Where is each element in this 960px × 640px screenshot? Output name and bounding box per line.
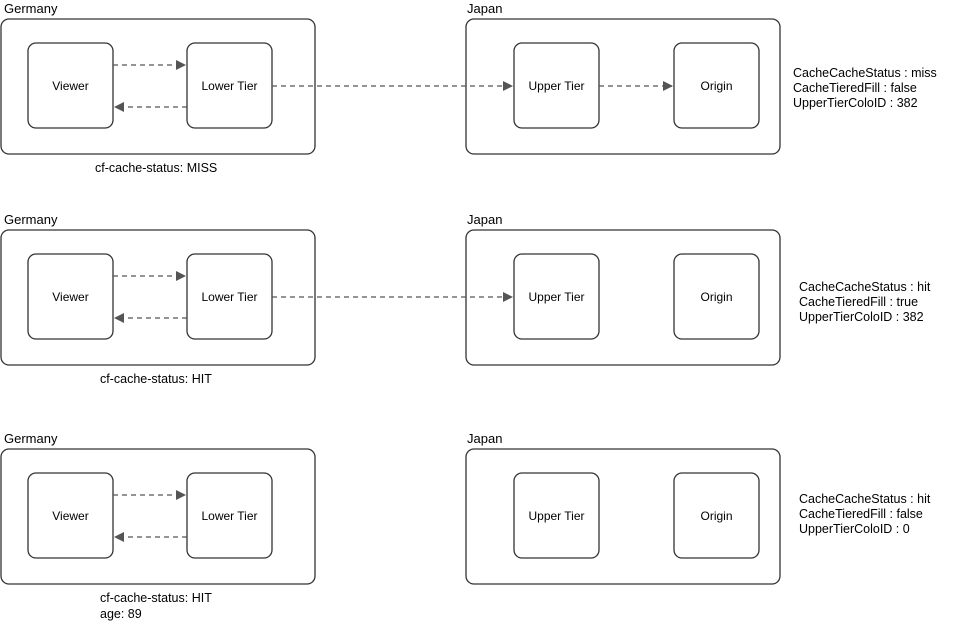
origin-node-label: Origin — [700, 509, 732, 523]
viewer-node: Viewer — [27, 472, 114, 559]
upper-tier-node-label: Upper Tier — [528, 79, 584, 93]
origin-node: Origin — [673, 253, 760, 340]
japan-region-title: Japan — [467, 1, 502, 16]
lower-tier-node-box — [186, 472, 273, 559]
germany-region-title: Germany — [4, 431, 58, 446]
viewer-node: Viewer — [27, 42, 114, 129]
metric-line-2: CacheTieredFill : false — [793, 81, 917, 95]
origin-node: Origin — [673, 472, 760, 559]
viewer-node-box — [27, 42, 114, 129]
germany-region-title: Germany — [4, 212, 58, 227]
upper-tier-node-label: Upper Tier — [528, 290, 584, 304]
origin-node-box — [673, 472, 760, 559]
germany-region-title: Germany — [4, 1, 58, 16]
lower-tier-node-label: Lower Tier — [201, 509, 257, 523]
viewer-node: Viewer — [27, 253, 114, 340]
viewer-node-label: Viewer — [52, 290, 88, 304]
cache-status-line-1: cf-cache-status: HIT — [100, 591, 212, 605]
metric-line-3: UpperTierColoID : 382 — [793, 96, 918, 110]
lower-tier-node: Lower Tier — [186, 42, 273, 129]
lower-tier-node-label: Lower Tier — [201, 290, 257, 304]
metric-line-1: CacheCacheStatus : miss — [793, 66, 937, 80]
cache-status-line-2: age: 89 — [100, 607, 142, 621]
upper-tier-node: Upper Tier — [513, 42, 600, 129]
lower-tier-node-label: Lower Tier — [201, 79, 257, 93]
metric-line-2: CacheTieredFill : false — [799, 507, 923, 521]
upper-tier-node: Upper Tier — [513, 472, 600, 559]
cache-status-line-1: cf-cache-status: MISS — [95, 161, 217, 175]
lower-tier-node: Lower Tier — [186, 253, 273, 340]
viewer-node-label: Viewer — [52, 509, 88, 523]
lower-tier-node: Lower Tier — [186, 472, 273, 559]
origin-node-box — [673, 42, 760, 129]
viewer-node-box — [27, 472, 114, 559]
origin-node: Origin — [673, 42, 760, 129]
metric-line-3: UpperTierColoID : 0 — [799, 522, 910, 536]
cache-status-line-1: cf-cache-status: HIT — [100, 372, 212, 386]
viewer-node-label: Viewer — [52, 79, 88, 93]
japan-region-title: Japan — [467, 431, 502, 446]
origin-node-label: Origin — [700, 290, 732, 304]
metric-line-1: CacheCacheStatus : hit — [799, 280, 931, 294]
origin-node-box — [673, 253, 760, 340]
upper-tier-node-box — [513, 253, 600, 340]
metric-line-3: UpperTierColoID : 382 — [799, 310, 924, 324]
upper-tier-node-box — [513, 472, 600, 559]
viewer-node-box — [27, 253, 114, 340]
metric-line-2: CacheTieredFill : true — [799, 295, 918, 309]
upper-tier-node: Upper Tier — [513, 253, 600, 340]
metric-line-1: CacheCacheStatus : hit — [799, 492, 931, 506]
origin-node-label: Origin — [700, 79, 732, 93]
upper-tier-node-label: Upper Tier — [528, 509, 584, 523]
japan-region-title: Japan — [467, 212, 502, 227]
